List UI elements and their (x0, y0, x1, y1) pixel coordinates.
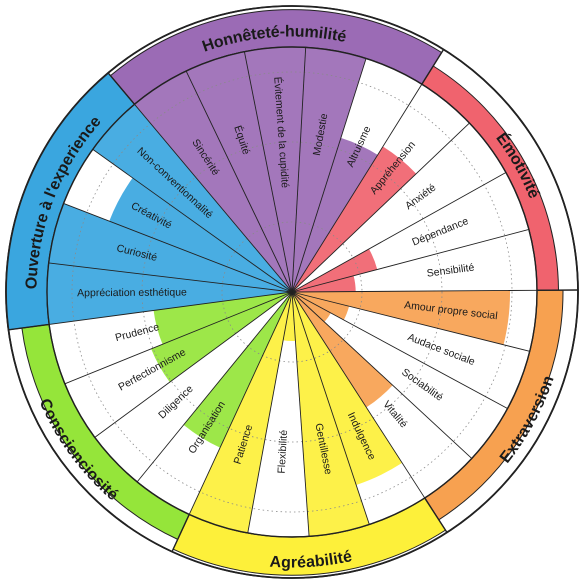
facet-bar-indulgence (292, 292, 403, 485)
facet-separator (247, 291, 293, 534)
domain-separator (171, 514, 190, 552)
domain-separator (424, 497, 448, 533)
facet-separator (49, 291, 293, 325)
facet-separator (64, 291, 293, 385)
facet-separator (291, 291, 310, 537)
facet-bar-appreciation-esthetique (46, 262, 292, 325)
facet-separator (291, 291, 426, 499)
facet-separator (291, 291, 530, 352)
facet-bar-amour-propre-social (292, 290, 511, 345)
facet-separator (291, 122, 470, 293)
facet-bar-patience (189, 292, 292, 533)
facet-separator (291, 172, 507, 293)
outer-border-circle (5, 5, 579, 579)
facet-separator (185, 70, 293, 293)
facet-bar-prudence (153, 292, 292, 345)
facet-separator (291, 58, 367, 293)
facet-bar-creativite (109, 177, 292, 292)
domain-separator (421, 49, 445, 85)
facet-bar-flexibilite (283, 292, 296, 342)
facet-bar-altruisme (292, 137, 378, 292)
facet-bars (46, 46, 511, 537)
facet-bar-non-conventionnalite (92, 104, 292, 292)
facet-bar-evitement-de-la-cupidite (244, 46, 306, 292)
facet-bar-modestie (292, 47, 367, 292)
facet-bar-sociabilite (292, 292, 331, 322)
facet-separator (291, 291, 370, 525)
facet-separator (94, 291, 293, 438)
facet-label-flexibilite: Flexibilité (276, 429, 290, 474)
facet-bar-audace-sociale (292, 292, 350, 320)
grid-ring-3 (71, 71, 513, 513)
facet-separator (291, 83, 423, 293)
facet-bar-gentillesse (292, 292, 370, 537)
facet-separator (291, 228, 529, 293)
facet-bar-vitalite (292, 292, 393, 408)
facet-bar-apprehension (292, 146, 417, 292)
facet-separator (63, 202, 293, 293)
grid-ring-2 (141, 141, 443, 443)
facet-bar-perfectionnisme (151, 292, 292, 383)
grid-ring-1 (221, 221, 363, 363)
facet-bar-organisation (183, 292, 292, 448)
facet-separator (291, 289, 537, 293)
facet-separator (291, 291, 508, 409)
domain-separator (8, 323, 50, 331)
facet-bar-equite (186, 51, 292, 292)
facet-separator (188, 291, 293, 515)
facet-separator (136, 291, 293, 483)
facet-bar-sincerite (134, 71, 292, 292)
facet-separator (92, 149, 293, 293)
domain-separator (107, 72, 136, 105)
inner-border-circle (46, 46, 538, 538)
facet-separator (48, 262, 293, 293)
grid-rings (71, 71, 513, 513)
facet-label-appreciation-esthetique: Appréciation esthétique (77, 287, 187, 300)
facet-separator (134, 104, 293, 293)
facet-separator (243, 51, 293, 293)
facet-separator (291, 291, 473, 459)
facet-bar-dependance (292, 248, 378, 292)
facet-separators (8, 47, 578, 552)
facet-separator (291, 47, 307, 293)
